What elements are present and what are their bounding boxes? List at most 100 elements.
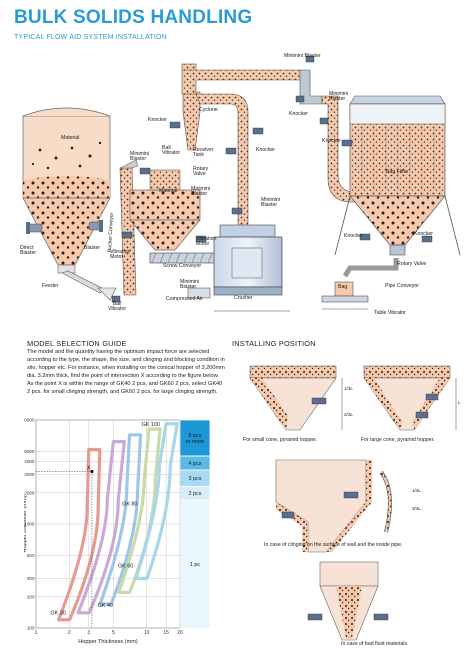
quantity-band-label: 4 pcs [189, 461, 202, 467]
x-axis-label: Hopper Thickness (mm) [78, 639, 138, 645]
series-label: GK 80 [122, 502, 137, 508]
x-tick-label: 1 [35, 630, 38, 636]
label-pipe-conveyor: Pipe Conveyor [385, 283, 420, 289]
model-selection-text: The model and the quantity having the op… [27, 349, 225, 395]
model-band-curve [98, 433, 143, 606]
series-label: GK 30 [50, 610, 65, 616]
label-minimini-blaster-mid: Minimini Blaster [191, 186, 211, 198]
x-tick-label: 15 [163, 630, 169, 636]
label-direct-blaster: Direct Blaster [20, 245, 37, 257]
series-label: GK 40 [98, 603, 113, 609]
model-band-curve [76, 439, 126, 615]
caption-clinging: In case of clinging on the surface of wa… [264, 542, 403, 548]
small-cone-diagram [249, 365, 343, 431]
label-blaster: Blaster [84, 245, 101, 251]
page-subtitle: TYPICAL FLOW AID SYSTEM INSTALLATION [14, 34, 167, 41]
label-ball-vibrator-top: Ball Vibrator [162, 145, 181, 157]
dim-label-e: 3/4L [412, 506, 421, 511]
model-band-curve [134, 422, 179, 580]
y-tick-label: 4000 [24, 459, 35, 464]
model-band-curve [56, 447, 102, 622]
pipe-conveyor [342, 258, 399, 278]
y-tick-label: 3000 [24, 472, 35, 477]
x-tick-label: 2 [68, 630, 71, 636]
y-tick-label: 100 [27, 626, 35, 631]
x-tick-label: 3 [87, 630, 90, 636]
label-bag-filter: Bag Filter [386, 169, 409, 175]
large-cone-diagram [363, 365, 457, 431]
label-knocker-filter-right: Knocker [414, 231, 434, 237]
table-vibrator [321, 281, 369, 310]
label-knocker-pipe: Knocker [289, 111, 309, 117]
label-vibration-motor-right: Vibration Motor [196, 236, 217, 248]
feeder-chute [61, 270, 105, 294]
bucket-conveyor [119, 159, 139, 296]
label-cyclone: Cyclone [199, 107, 218, 113]
x-tick-label: 20 [177, 630, 183, 636]
y-tick-label: 5000 [24, 449, 35, 454]
label-material-silo: Material [61, 135, 80, 141]
label-bag: Bag [338, 284, 348, 290]
y-tick-label: 10000 [24, 418, 35, 423]
label-minimini-blaster-lower: Minimini Blaster [180, 279, 200, 291]
example-point-label: X [87, 465, 91, 471]
model-selection-heading: MODEL SELECTION GUIDE [27, 339, 127, 348]
quantity-band-label: 2 pcs [189, 491, 202, 497]
device-markers [111, 55, 433, 303]
label-ball-vibrator-bottom: Ball Vibrator [108, 301, 127, 313]
x-tick-label: 5 [112, 630, 115, 636]
y-axis-label: Hopper Diameter (mm) [24, 495, 28, 552]
label-knocker-filter-left: Knocker [344, 233, 364, 239]
direct-blaster-device [26, 222, 43, 234]
system-diagram [22, 55, 461, 312]
label-knocker-top: Knocker [256, 147, 276, 153]
bad-fluid-diagram [307, 561, 389, 641]
series-label: GK 60 [118, 564, 133, 570]
dim-label-b: 2/3L [344, 412, 353, 417]
page-title: BULK SOLIDS HANDLING [14, 7, 253, 28]
series-label: GK 100 [142, 422, 160, 428]
label-minimini-blaster-filter: Minimini Blaster [329, 91, 349, 103]
bag-filter [334, 95, 461, 256]
quantity-band-label: 3 pcs [189, 476, 202, 482]
x-tick-label: 10 [144, 630, 150, 636]
dim-label-c: L [458, 400, 461, 405]
caption-small-cone: For small cone, pyramid hopper. [243, 437, 318, 443]
blaster-left-device [88, 220, 103, 232]
label-minimini-blaster-left: Minimini Blaster [130, 151, 150, 163]
clinging-wall-diagram [275, 459, 392, 553]
label-receiver-tank: Receiver Tank [193, 147, 214, 159]
quantity-band-label: 1 pc [190, 562, 200, 568]
label-vibration-motor-left: Vibration Motor [110, 249, 131, 261]
label-rotary-valve-right: Rotary Valve [397, 261, 427, 267]
y-tick-label: 200 [27, 594, 35, 599]
label-crusher: Crusher [234, 295, 253, 301]
label-table-vibrator: Table Vibrator [374, 310, 406, 316]
label-screw-conveyor: Screw Conveyor [163, 263, 202, 269]
y-tick-label: 2000 [24, 490, 35, 495]
dim-label-d: 1/4L [412, 488, 421, 493]
label-feeder: Feeder [42, 283, 59, 289]
y-tick-label: 300 [27, 576, 35, 581]
label-knocker-cyclone: Knocker [148, 117, 168, 123]
y-tick-label: 500 [27, 553, 35, 558]
y-tick-label: 1000 [24, 522, 35, 527]
label-rotary-valve-mid: Rotary Valve [193, 166, 209, 178]
caption-bad-fluid: In case of bad fluid materials. [341, 641, 409, 647]
material-silo [22, 107, 111, 274]
quantity-band [179, 499, 211, 629]
installing-diagrams [249, 365, 457, 641]
installing-heading: INSTALLING POSITION [232, 339, 316, 348]
caption-large-cone: For large cone, pyramid hopper. [361, 437, 435, 443]
crusher [187, 224, 283, 299]
example-point [90, 469, 94, 474]
label-compressed-air: Compressed Air [166, 296, 203, 302]
label-knocker-right: Knocker [322, 138, 342, 144]
label-minimini-blaster-top: Minimini Blaster [284, 53, 321, 59]
cyclone [181, 63, 301, 236]
material-hopper [129, 169, 201, 251]
dim-label-a: 1/3L [344, 386, 353, 391]
label-material-hopper: Material [159, 188, 178, 194]
